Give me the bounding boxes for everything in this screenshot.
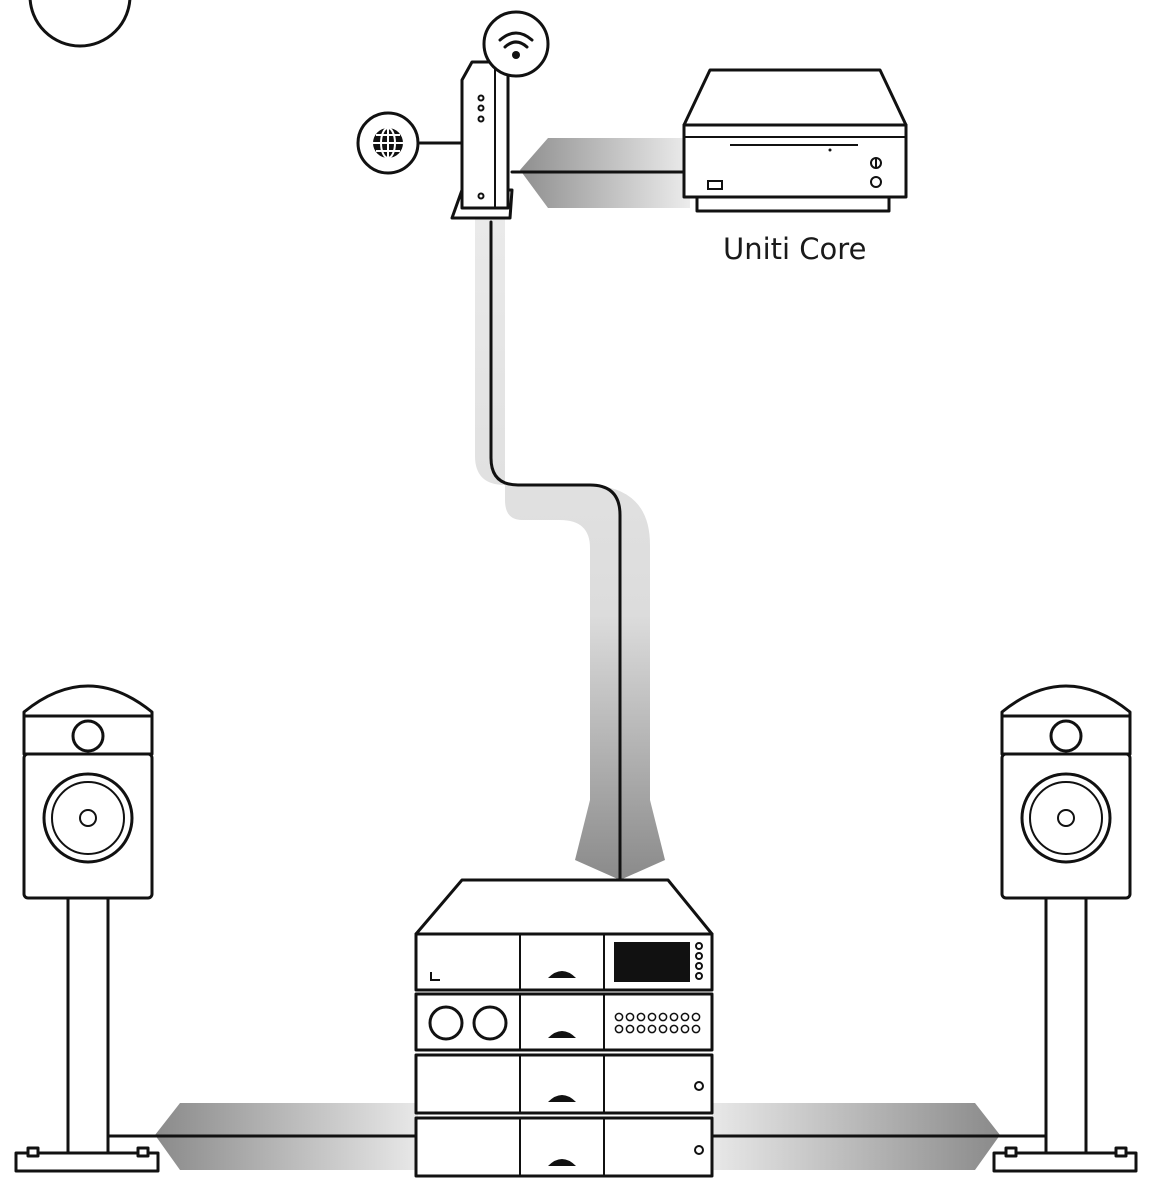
input-button-dot bbox=[625, 1024, 635, 1034]
input-button-dot bbox=[680, 1012, 690, 1022]
input-button-dot bbox=[636, 1024, 646, 1034]
input-button-dot bbox=[614, 1012, 624, 1022]
input-button-dot bbox=[647, 1024, 657, 1034]
router bbox=[450, 60, 514, 220]
uniti-core-device bbox=[682, 68, 908, 213]
input-button-dot bbox=[680, 1024, 690, 1034]
input-button-dot bbox=[625, 1012, 635, 1022]
input-button-dot bbox=[691, 1024, 701, 1034]
cable-stack-to-right-speaker bbox=[710, 1103, 1047, 1170]
cable-router-to-core bbox=[510, 138, 692, 208]
stack-unit-power-amp-1 bbox=[414, 1053, 714, 1115]
input-button-dot bbox=[636, 1012, 646, 1022]
left-speaker bbox=[14, 684, 160, 1173]
stack-unit-streamer bbox=[414, 932, 714, 992]
input-button-dot bbox=[647, 1012, 657, 1022]
uniti-core-label: Uniti Core bbox=[723, 232, 866, 266]
input-buttons bbox=[614, 1012, 701, 1034]
input-button-dot bbox=[658, 1024, 668, 1034]
input-button-dot bbox=[669, 1012, 679, 1022]
cable-stack-to-left-speaker bbox=[106, 1103, 420, 1170]
stack-unit-preamp bbox=[414, 992, 714, 1052]
wifi-icon bbox=[482, 10, 550, 78]
input-button-dot bbox=[614, 1024, 624, 1034]
input-button-dot bbox=[691, 1012, 701, 1022]
globe-icon bbox=[356, 111, 464, 175]
input-button-dot bbox=[658, 1012, 668, 1022]
stack-unit-power-amp-2 bbox=[414, 1116, 714, 1178]
hifi-stack bbox=[414, 878, 714, 1178]
right-speaker bbox=[992, 684, 1138, 1173]
cropped-circle-outline bbox=[28, 0, 132, 48]
input-button-dot bbox=[669, 1024, 679, 1034]
cable-router-to-stack bbox=[475, 218, 665, 882]
